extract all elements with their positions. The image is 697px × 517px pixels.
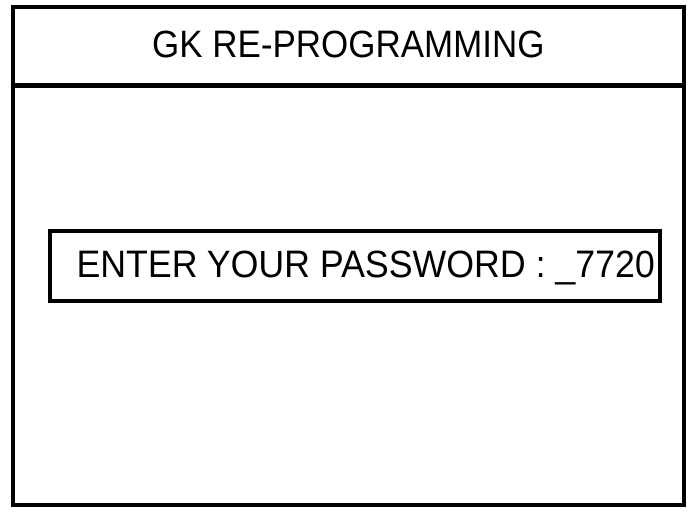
reprogramming-dialog: GK RE-PROGRAMMING ENTER YOUR PASSWORD : … — [11, 5, 686, 507]
page-title: GK RE-PROGRAMMING — [152, 23, 545, 66]
password-label: ENTER YOUR PASSWORD : — [76, 243, 546, 286]
password-value: 7720 — [575, 243, 655, 286]
dialog-body: ENTER YOUR PASSWORD : _7720 — [15, 88, 682, 503]
text-cursor: _ — [555, 243, 576, 286]
password-separator — [546, 244, 556, 286]
password-prompt-line: ENTER YOUR PASSWORD : _7720 — [52, 243, 655, 287]
dialog-title-bar: GK RE-PROGRAMMING — [15, 9, 682, 88]
password-input[interactable]: ENTER YOUR PASSWORD : _7720 — [48, 229, 662, 303]
